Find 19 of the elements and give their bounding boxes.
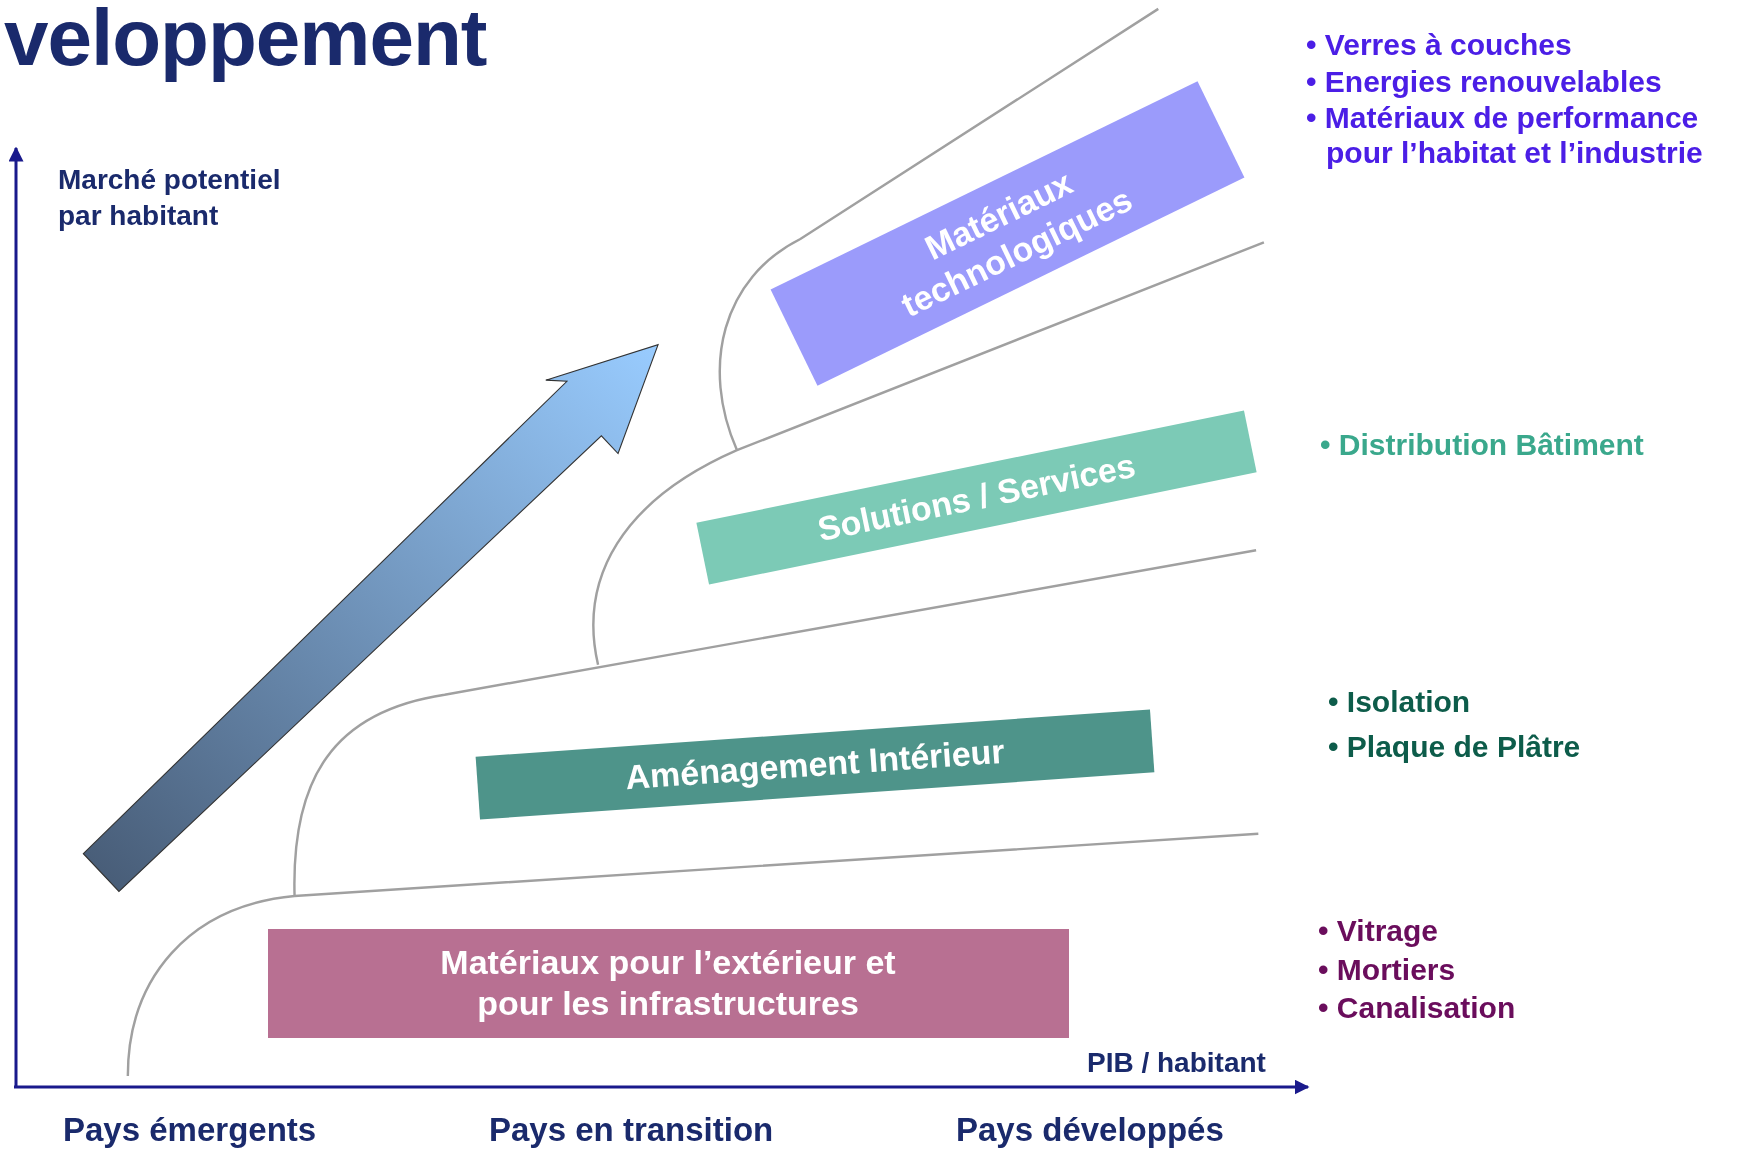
axis-title: Marché potentiel par habitant xyxy=(58,163,282,234)
list-item: • Mortiers xyxy=(1318,952,1457,987)
band xyxy=(267,928,1069,1038)
list-item: • Energies renouvelables xyxy=(1306,64,1663,99)
list-item: • Distribution Bâtiment xyxy=(1320,428,1644,463)
band-label: Aménagement Intérieur xyxy=(624,730,1006,798)
list-item: • Canalisation xyxy=(1318,991,1516,1026)
list-item: • Plaque de Plâtre xyxy=(1328,729,1581,764)
band-label: Solutions / Services xyxy=(813,444,1139,550)
category-label: Pays développés xyxy=(956,1111,1224,1149)
axis-title: PIB / habitant xyxy=(1087,1047,1266,1079)
list-item: • Isolation xyxy=(1328,685,1472,720)
band-label: Matériaux pour l’extérieur et pour les infrastructures xyxy=(439,942,897,1024)
title: veloppement xyxy=(4,0,487,84)
list-item: • Verres à couches xyxy=(1306,28,1573,63)
list-item: • Matériaux de performance pour l’habitat et l’industrie xyxy=(1306,101,1704,170)
category-label: Pays en transition xyxy=(489,1111,774,1149)
list-item: • Vitrage xyxy=(1318,914,1439,949)
category-label: Pays émergents xyxy=(63,1111,317,1149)
